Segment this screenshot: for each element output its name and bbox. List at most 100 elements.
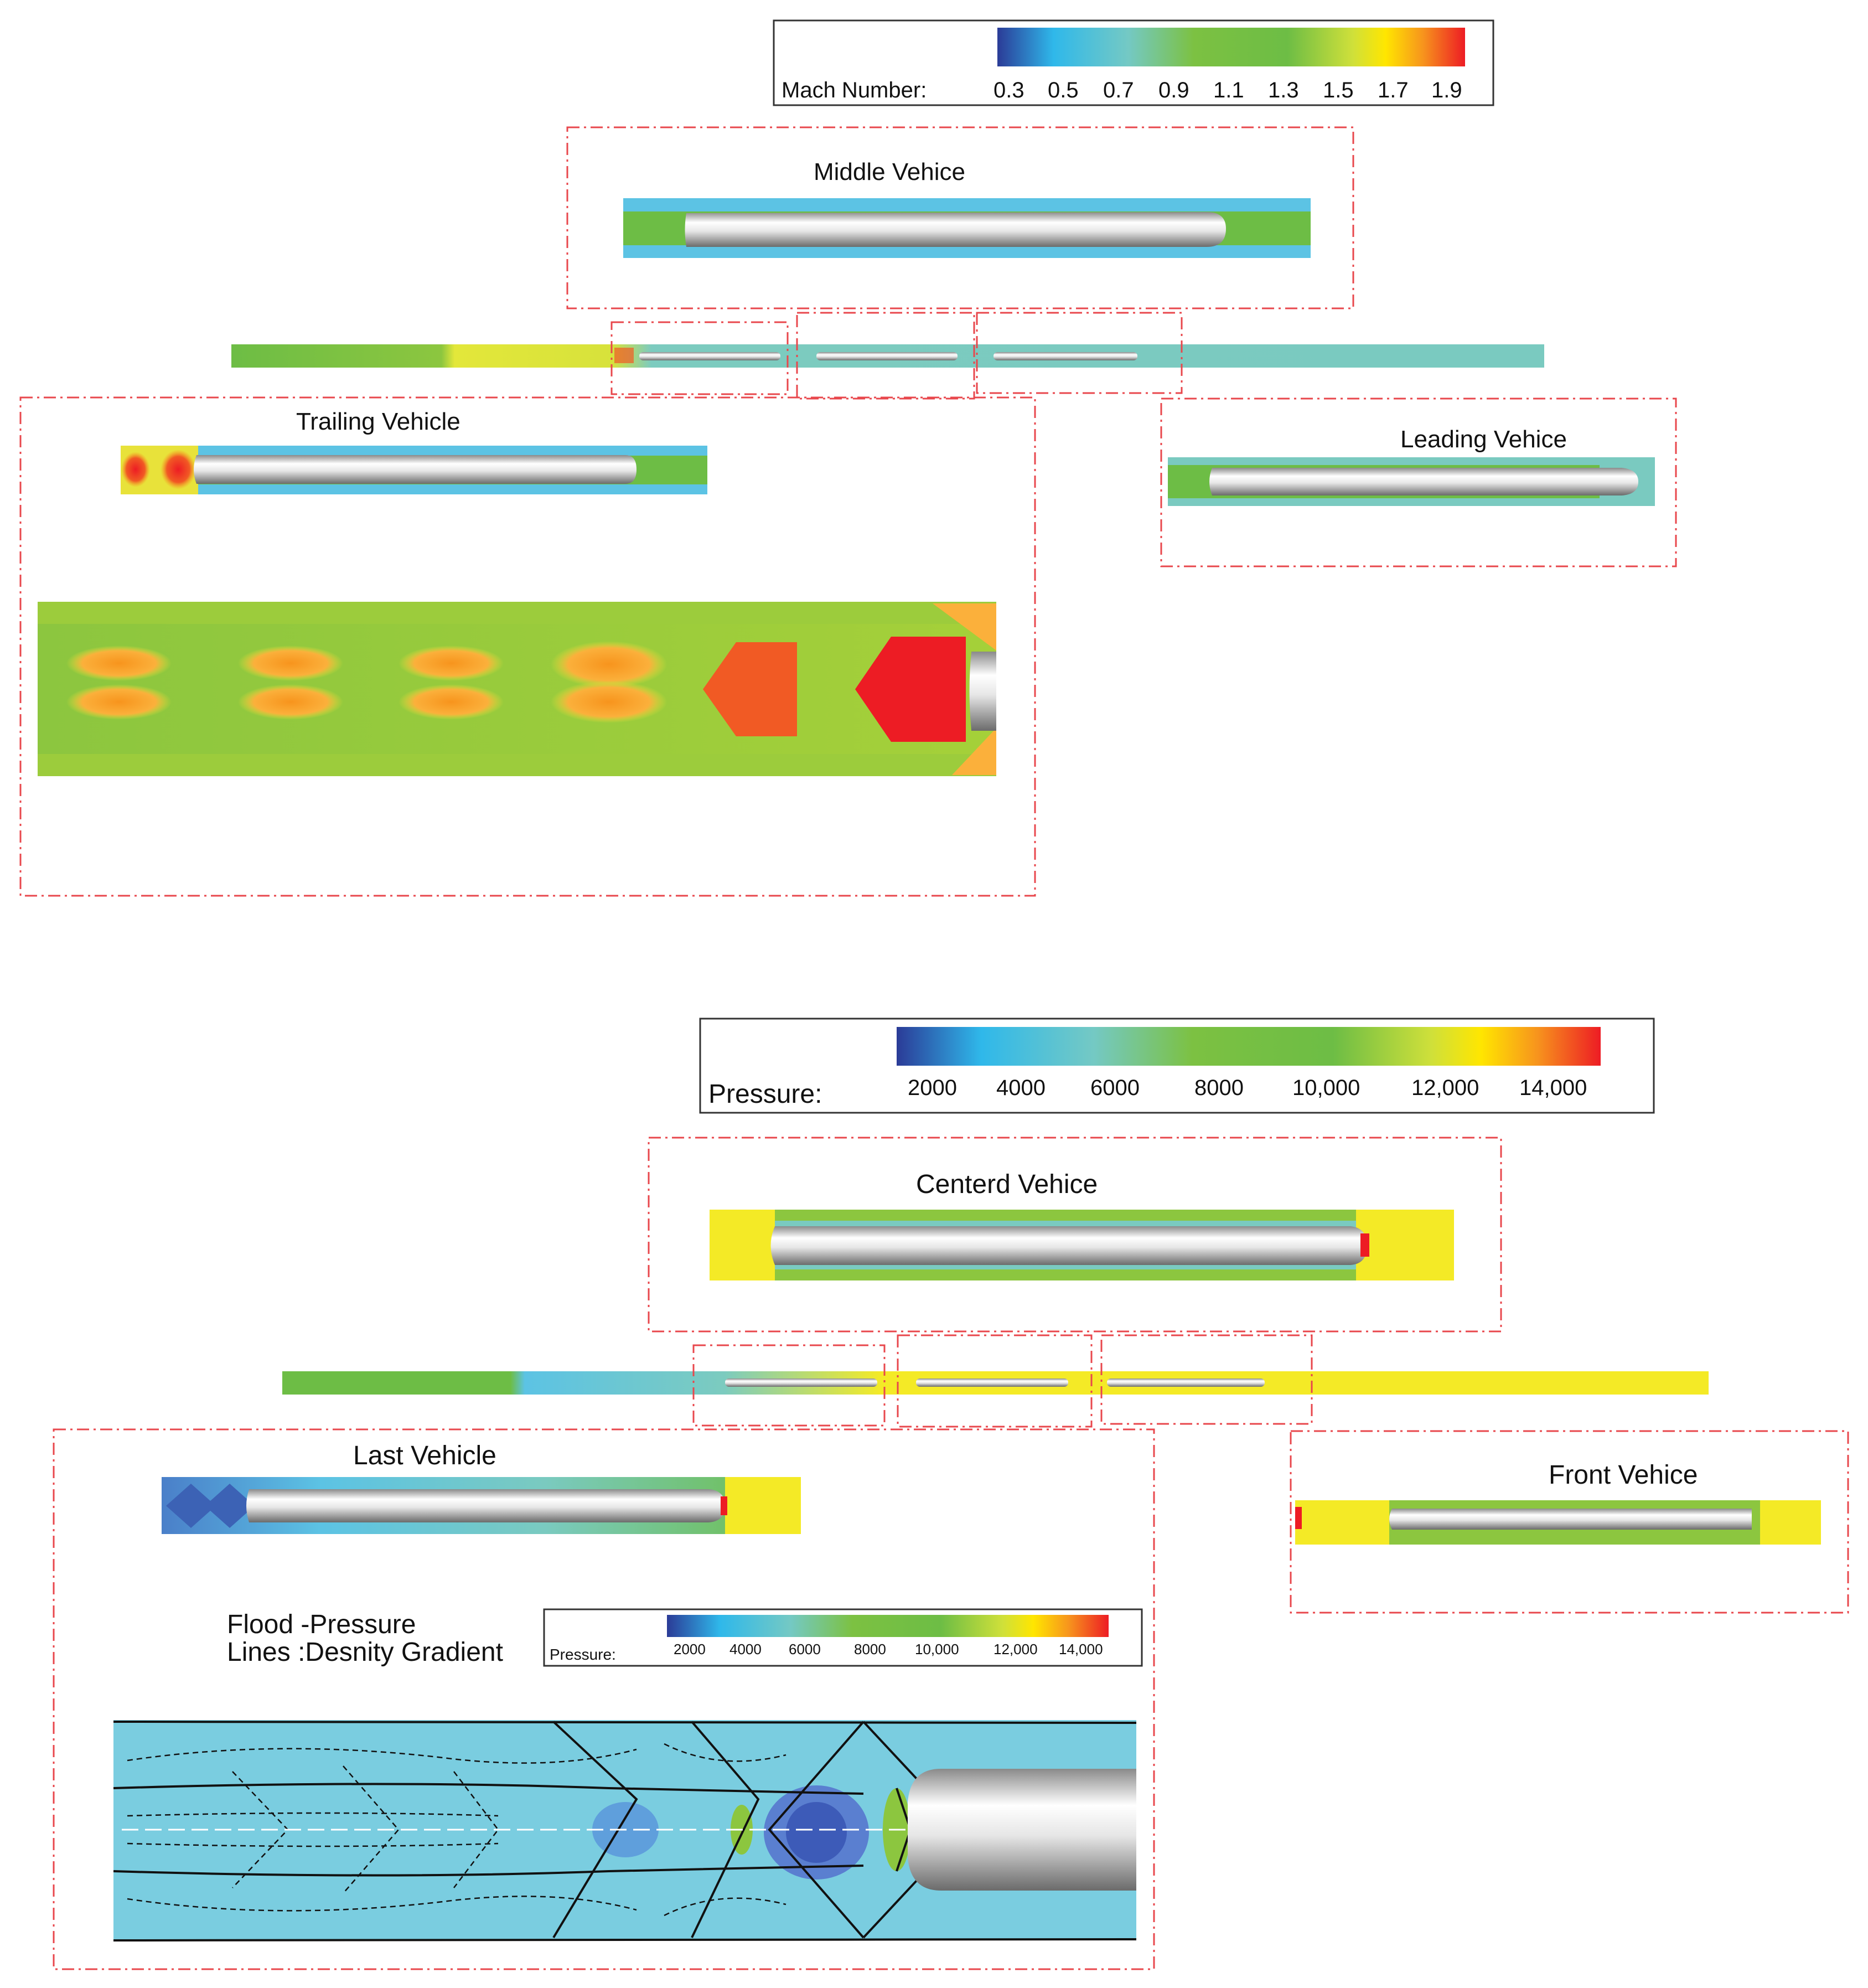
mach-tick: 0.7 — [1103, 78, 1134, 102]
pressure-tick: 14,000 — [1519, 1076, 1587, 1100]
pressure-zoom-box-3 — [1100, 1334, 1313, 1425]
small-tick: 8000 — [854, 1641, 886, 1657]
front-callout-box — [1290, 1430, 1849, 1614]
trailing-small-vehicle-body — [194, 455, 637, 484]
shock-cell — [399, 684, 504, 720]
centered-callout-box — [648, 1137, 1502, 1333]
pressure-tick: 6000 — [1090, 1076, 1140, 1100]
front-vehicle-panel: Front Vehice — [1290, 1430, 1849, 1614]
pressure-colorbar — [897, 1027, 1601, 1066]
flood-caption-line2: Lines :Desnity Gradient — [227, 1638, 503, 1667]
small-tick: 14,000 — [1059, 1641, 1103, 1657]
last-vehicle-title: Last Vehicle — [353, 1441, 496, 1470]
last-shock-diamond-2 — [205, 1484, 255, 1528]
pressure-tube-vehicle-3 — [1107, 1378, 1265, 1387]
pressure-legend-label: Pressure: — [708, 1080, 822, 1109]
small-tick: 4000 — [729, 1641, 762, 1657]
mach-legend: Mach Number: 0.3 0.5 0.7 0.9 1.1 1.3 1.5… — [773, 19, 1494, 106]
shock-cell — [551, 681, 667, 723]
shock-cell-red — [855, 637, 966, 742]
trailing-vehicle-panel: Trailing Vehicle — [19, 396, 1036, 897]
last-shock-diamond-1 — [166, 1484, 216, 1528]
last-callout-box — [53, 1428, 1155, 1970]
trailing-small-shock-2 — [161, 450, 196, 489]
leading-vehicle-title: Leading Vehice — [1400, 426, 1567, 453]
middle-lower-band — [623, 245, 1311, 258]
mach-overview-tube — [231, 312, 1544, 400]
mach-tick: 1.5 — [1323, 78, 1354, 102]
middle-callout-box — [566, 126, 1354, 309]
middle-upper-band — [623, 198, 1311, 211]
pressure-tick: 2000 — [908, 1076, 957, 1100]
mach-tick: 0.9 — [1158, 78, 1189, 102]
pressure-tick: 4000 — [996, 1076, 1046, 1100]
shock-cell — [551, 641, 667, 688]
trailing-small-lower — [121, 484, 707, 494]
pressure-tube-vehicle-1 — [725, 1378, 877, 1387]
front-vehicle-body — [1389, 1509, 1752, 1530]
mach-zoom-box-1 — [610, 321, 789, 395]
trailing-small-upper — [121, 446, 707, 456]
flood-low-pressure-core — [786, 1802, 847, 1863]
trailing-zoom-vehicle-nose — [969, 652, 996, 731]
shock-cell — [238, 684, 343, 720]
small-tick-labels: 2000 4000 6000 8000 10,000 12,000 14,000 — [674, 1641, 1103, 1657]
centered-stagnation — [1360, 1233, 1369, 1257]
small-legend-label: Pressure: — [550, 1646, 616, 1663]
shock-cell — [399, 646, 504, 681]
flood-vehicle-nose — [908, 1769, 1136, 1891]
middle-vehicle-panel: Middle Vehice — [566, 126, 1354, 309]
pressure-tick: 8000 — [1194, 1076, 1244, 1100]
mach-tube-vehicle-3 — [993, 352, 1137, 360]
centered-vehicle-title: Centerd Vehice — [916, 1170, 1098, 1199]
trailing-zoom-upper-edge — [38, 602, 996, 624]
shock-cell — [238, 646, 343, 681]
middle-front-wake — [623, 213, 687, 245]
mach-tick: 1.1 — [1213, 78, 1244, 102]
last-vehicle-body — [246, 1489, 725, 1522]
pressure-legend: Pressure: 2000 4000 6000 8000 10,000 12,… — [699, 1018, 1655, 1114]
small-colorbar — [667, 1615, 1109, 1637]
mach-tube-vehicle-2 — [816, 352, 958, 360]
trailing-vehicle-title: Trailing Vehicle — [296, 408, 460, 435]
last-stagnation — [721, 1496, 727, 1515]
small-tick: 6000 — [789, 1641, 821, 1657]
mach-tick-labels: 0.3 0.5 0.7 0.9 1.1 1.3 1.5 1.7 1.9 — [993, 78, 1462, 102]
mach-tick: 1.3 — [1268, 78, 1299, 102]
small-pressure-legend: Pressure: 2000 4000 6000 8000 10,000 12,… — [543, 1608, 1143, 1667]
middle-vehicle-title: Middle Vehice — [814, 158, 965, 185]
mach-tick: 0.3 — [993, 78, 1024, 102]
last-vehicle-panel: Last Vehicle Flood -Pressure Lines :Desn… — [53, 1428, 1155, 1970]
pressure-tube-vehicle-2 — [916, 1378, 1068, 1387]
shock-wedge-bottom — [952, 728, 996, 775]
leading-vehicle-body — [1209, 468, 1638, 495]
pressure-tick: 10,000 — [1292, 1076, 1360, 1100]
pressure-zoom-box-1 — [692, 1344, 886, 1427]
mach-tick: 1.9 — [1431, 78, 1462, 102]
mach-legend-label: Mach Number: — [782, 78, 927, 102]
centered-vehicle-panel: Centerd Vehice — [648, 1137, 1502, 1333]
trailing-callout-box — [19, 396, 1036, 897]
shock-cell — [66, 646, 172, 681]
small-tick: 2000 — [674, 1641, 706, 1657]
density-gradient-lines — [113, 1721, 1137, 1941]
mach-tick: 1.7 — [1378, 78, 1409, 102]
density-gradient-dashed — [127, 1743, 786, 1917]
leading-vehicle-panel: Leading Vehice — [1160, 397, 1677, 567]
shock-wedge-top — [933, 603, 996, 650]
small-tick: 12,000 — [993, 1641, 1038, 1657]
trailing-zoom-lower-edge — [38, 754, 996, 776]
pressure-tick-labels: 2000 4000 6000 8000 10,000 12,000 14,000 — [908, 1076, 1587, 1100]
shock-cell-large — [703, 642, 797, 736]
trailing-zoom-field — [38, 602, 996, 776]
mach-tick: 0.5 — [1048, 78, 1079, 102]
leading-callout-box — [1160, 397, 1677, 567]
flood-pressure-zoom — [113, 1720, 1137, 1941]
front-vehicle-title: Front Vehice — [1549, 1460, 1698, 1490]
mach-zoom-box-2 — [796, 312, 975, 400]
pressure-overview-tube — [282, 1334, 1709, 1428]
last-front-yellow — [725, 1477, 801, 1534]
flood-caption-line1: Flood -Pressure — [227, 1610, 416, 1639]
trailing-small-shock-1 — [121, 452, 150, 487]
middle-vehicle-body — [685, 212, 1226, 247]
